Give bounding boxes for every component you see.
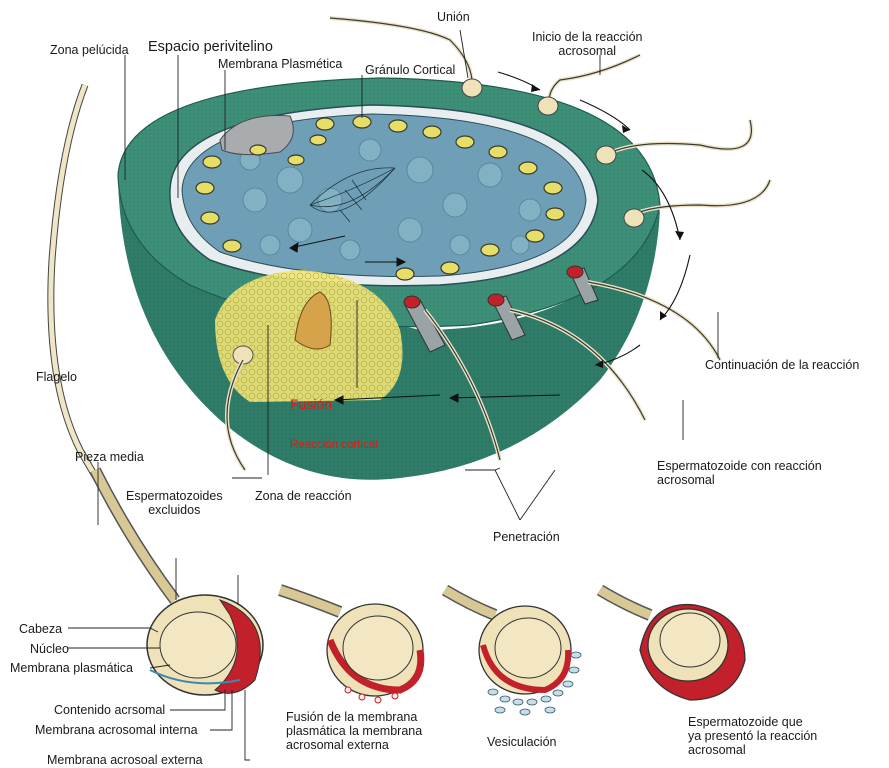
label-zona-reaccion: Zona de reacción [255, 489, 352, 503]
label-zona-pelucida: Zona pelúcida [50, 43, 129, 57]
label-fusion-mem-line2: plasmática la membrana [286, 724, 422, 738]
label-espermatozoide-con-reaccion: Espermatozoide con reacción acrosomal [657, 459, 822, 487]
label-ya-presento: Espermatozoide que ya presentó la reacci… [688, 715, 817, 757]
label-membrana-plasmatica: Membrana plasmática [10, 661, 133, 675]
label-union: Unión [437, 10, 470, 24]
label-espermatozoides-excluidos: Espermatozoides excluidos [126, 489, 223, 517]
stage-fusion [280, 590, 423, 703]
label-membrana-acrosomal-interna: Membrana acrosomal interna [35, 723, 198, 737]
label-espacio-perivitelino: Espacio perivitelino [148, 40, 273, 54]
label-vesiculacion: Vesiculación [487, 735, 557, 749]
label-pieza-media: Pieza media [75, 450, 144, 464]
label-fusion: Fusión [290, 397, 332, 411]
label-reaccion-cortical: Reacción cortical [290, 438, 378, 452]
label-presento-part2: oide que [755, 715, 803, 729]
label-con-reaccion-part1: Espermatozoide [657, 459, 751, 473]
label-inicio-reaccion: Inicio de la reacción acrosomal [532, 30, 642, 58]
label-con-reaccion-line2: acrosomal [657, 473, 822, 487]
label-continuacion-part2: ción de la reacción [755, 358, 859, 372]
label-excluidos-line2: excluidos [126, 503, 223, 517]
stage-vesiculation [445, 590, 581, 715]
label-excluidos-line1: Espermatozoides [126, 489, 223, 503]
egg-cell [118, 78, 660, 480]
label-presento-part3: ya presentó [688, 729, 757, 743]
label-presento-part1: Espermatoz [688, 715, 755, 729]
label-continuacion-part1: Continua [705, 358, 755, 372]
label-fusion-mem-line3: acrosomal externa [286, 738, 422, 752]
label-continuacion: Continuación de la reacción [705, 358, 859, 372]
label-contenido-acrosomal: Contenido acrsomal [54, 703, 165, 717]
label-membrana-plasmatica-top: Membrana Plasmética [218, 57, 342, 71]
label-fusion-mem-line1: Fusión de la membrana [286, 710, 422, 724]
label-nucleo: Núcleo [30, 642, 69, 656]
label-granulo-cortical: Gránulo Cortical [365, 63, 455, 77]
label-penetracion: Penetración [493, 530, 560, 544]
label-inicio-line1: Inicio de la reacción [532, 30, 642, 44]
label-inicio-line2: acrosomal [532, 44, 642, 58]
label-presento-line3: acrosomal [688, 743, 817, 757]
label-con-reaccion-part2: con reacción [751, 459, 822, 473]
label-flagelo: Flagelo [36, 370, 77, 384]
label-cabeza: Cabeza [19, 622, 62, 636]
stage-reacted [600, 590, 745, 700]
label-presento-part4: la reacción [757, 729, 817, 743]
label-membrana-acrosomal-externa: Membrana acrosoal externa [47, 753, 203, 767]
label-fusion-membrana: Fusión de la membrana plasmática la memb… [286, 710, 422, 752]
